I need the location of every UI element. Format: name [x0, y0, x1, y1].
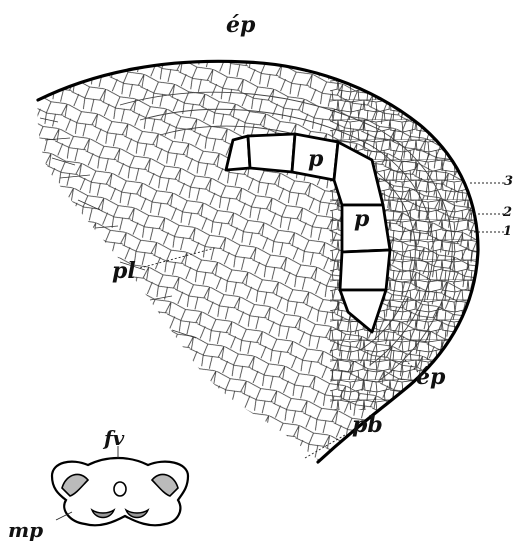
label-mp: mp: [8, 520, 43, 540]
vascular-bundle-dot: [114, 482, 126, 496]
label-p-upper: p: [308, 148, 323, 170]
label-pl: pl: [112, 260, 136, 282]
label-p-lower: p: [354, 208, 369, 230]
label-2: 2: [503, 206, 512, 219]
label-pb: pb: [352, 414, 383, 436]
label-fv: fv: [104, 428, 124, 448]
label-1: 1: [503, 225, 512, 238]
label-3: 3: [504, 175, 513, 188]
inset-cross-section: [52, 446, 188, 525]
label-ep-right: ép: [416, 366, 445, 388]
label-ep-top: ép: [226, 14, 255, 36]
